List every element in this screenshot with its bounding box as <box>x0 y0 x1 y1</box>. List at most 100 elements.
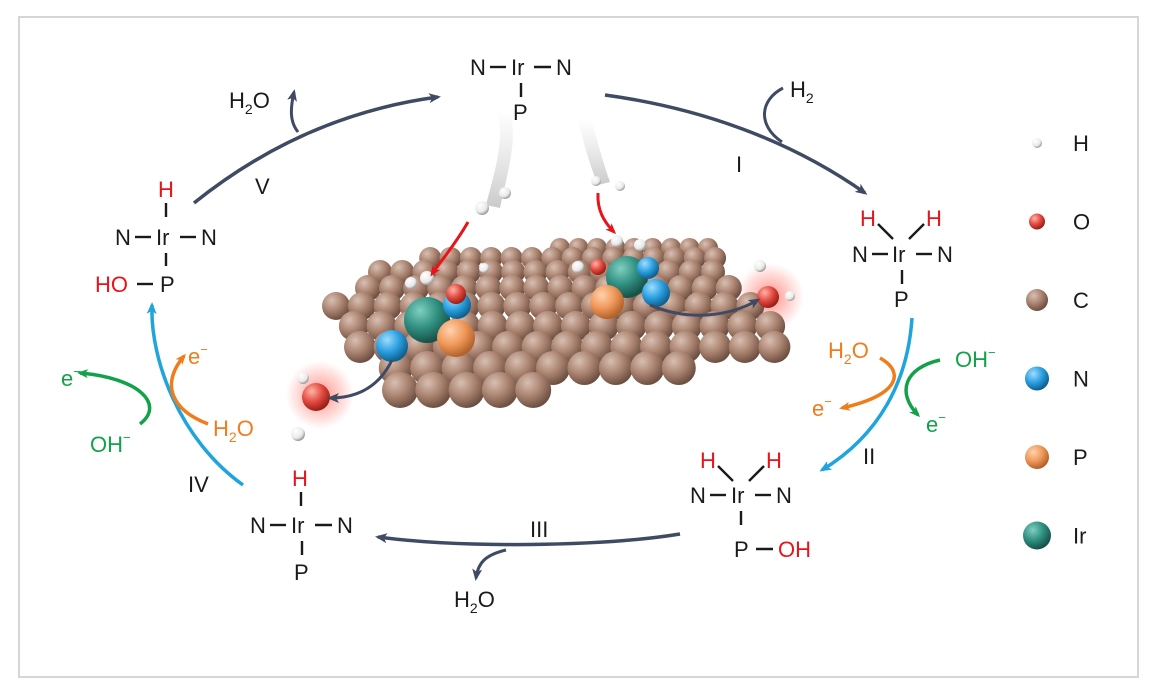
nitrogen-atom <box>642 279 670 307</box>
electron-label-green-step-II: e− <box>926 410 946 437</box>
hydrogen-atom <box>634 239 646 251</box>
carbon-atom <box>699 331 732 363</box>
species-left: H N Ir N HO P <box>95 177 217 297</box>
step-label-IV: IV <box>188 472 209 497</box>
h2-adsorption-arrow <box>430 221 470 277</box>
species-bottom-right-h2: H <box>766 448 782 473</box>
water-hydrogen-atom <box>754 260 766 272</box>
species-bottom-right-oh: OH <box>778 537 811 562</box>
step-label-V: V <box>255 174 270 199</box>
h2o-label-step-II: H2O <box>828 338 869 367</box>
legend-label-h: H <box>1073 131 1089 156</box>
species-bottom-right-n-left: N <box>690 483 706 508</box>
oxygen-atom <box>446 284 466 304</box>
oh-label-step-IV: OH− <box>90 430 131 457</box>
arrow-step-IV <box>146 302 245 487</box>
h2-adsorption-arrow <box>596 192 617 235</box>
step-label-II: II <box>863 444 875 469</box>
h2o-label-step-IV: H2O <box>213 416 254 445</box>
legend-label-p: P <box>1073 445 1088 470</box>
h2o-to-e-arrow-right <box>839 356 896 411</box>
species-top-ir: Ir <box>511 55 524 80</box>
legend-swatch-h <box>1032 138 1042 148</box>
species-bottom-left-p: P <box>294 560 309 585</box>
legend-swatch-o <box>1029 213 1045 230</box>
species-top-n-right: N <box>556 55 572 80</box>
species-bottom-right-h1: H <box>700 448 716 473</box>
species-right: H H N Ir N P <box>852 206 953 312</box>
hydrogen-atom <box>572 261 584 273</box>
water-desorption-arrow <box>327 359 394 403</box>
h2-uptake-arrow <box>763 86 784 144</box>
species-bottom-right: H H N Ir N P OH <box>690 448 811 562</box>
species-bottom-left: H N Ir N P <box>250 466 353 585</box>
hydrogen-atom <box>475 201 489 215</box>
species-top-p: P <box>513 100 528 125</box>
water-oxygen-atom <box>302 383 330 411</box>
nitrogen-atom <box>376 330 408 362</box>
h2-molecule-label: H2 <box>790 77 814 106</box>
hydrogen-atom <box>405 277 417 289</box>
oh-label-step-II: OH− <box>955 345 996 372</box>
hydrogen-atom <box>615 181 625 191</box>
species-right-p: P <box>894 287 909 312</box>
water-hydrogen-atom <box>297 372 309 384</box>
step-label-I: I <box>736 152 742 177</box>
species-left-n-right: N <box>201 225 217 250</box>
carbon-atom <box>344 331 376 363</box>
species-bottom-left-n-left: N <box>250 513 266 538</box>
h2o-release-arrow-III <box>472 548 507 581</box>
water-hydrogen-atom <box>291 427 305 441</box>
species-left-n-left: N <box>115 225 131 250</box>
species-bottom-right-ir: Ir <box>731 483 744 508</box>
hydrogen-atom <box>611 235 623 247</box>
legend-swatch-n <box>1025 366 1049 391</box>
carbon-atom <box>728 331 761 363</box>
legend-label-n: N <box>1073 367 1089 392</box>
species-bottom-right-p: P <box>734 537 749 562</box>
h2o-release-arrow-V <box>287 89 300 133</box>
species-left-h: H <box>158 177 174 202</box>
hydrogen-atom <box>499 187 511 199</box>
water-oxygen-atom <box>757 286 779 308</box>
carbon-atom <box>567 351 602 385</box>
oxygen-atom <box>590 259 606 275</box>
legend-swatch-c <box>1026 289 1048 311</box>
species-left-ir: Ir <box>156 225 169 250</box>
species-bottom-right-n-right: N <box>776 483 792 508</box>
legend-label-ir: Ir <box>1073 524 1086 549</box>
species-right-ir: Ir <box>892 242 905 267</box>
hydrogen-atom <box>591 176 601 186</box>
carbon-atom <box>661 351 696 385</box>
species-top-n-left: N <box>470 55 486 80</box>
h2o-label-step-III: H2O <box>454 587 495 616</box>
carbon-atom <box>448 372 485 408</box>
hydrogen-atom <box>479 263 489 273</box>
species-top: N Ir N P <box>470 55 572 125</box>
species-right-n-right: N <box>937 242 953 267</box>
arrow-step-I <box>604 93 868 195</box>
carbon-atom <box>415 372 452 408</box>
species-bottom-left-h: H <box>292 466 308 491</box>
oh-to-e-arrow-left <box>77 369 152 426</box>
electron-label-orange-step-II: e− <box>812 394 832 421</box>
catalyst-lattice-illustration <box>286 110 804 441</box>
electron-label-orange-step-IV: e− <box>188 342 208 369</box>
species-bottom-left-n-right: N <box>337 513 353 538</box>
vapor-trail <box>578 120 610 185</box>
species-left-ho: HO <box>95 272 128 297</box>
carbon-atom <box>758 331 791 363</box>
carbon-atom <box>598 351 633 385</box>
legend-swatch-p <box>1025 445 1049 469</box>
legend-swatch-ir <box>1023 521 1051 550</box>
species-right-n-left: N <box>852 242 868 267</box>
h2o-to-e-arrow-left <box>169 353 209 426</box>
oh-to-e-arrow-right <box>904 358 941 418</box>
carbon-atom <box>322 292 350 320</box>
arrow-step-III <box>375 532 681 547</box>
species-bottom-left-ir: Ir <box>291 513 304 538</box>
legend-label-o: O <box>1073 210 1090 235</box>
vapor-trail <box>486 110 513 208</box>
